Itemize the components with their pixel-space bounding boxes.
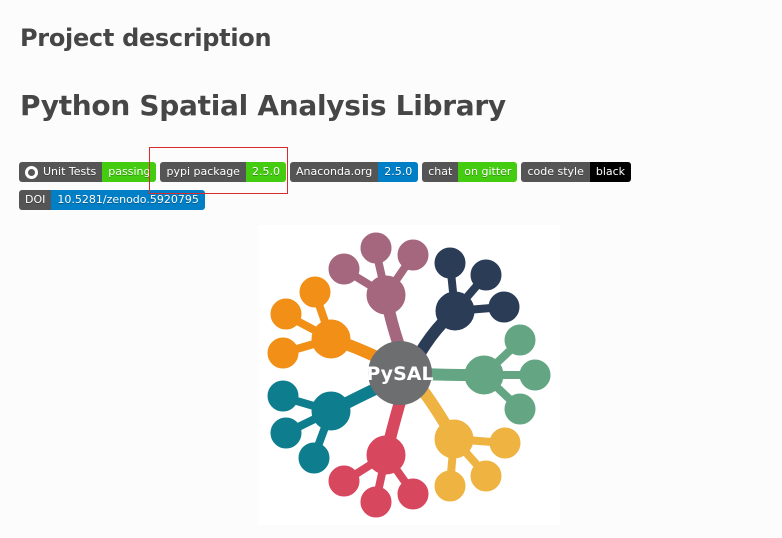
badge-anaconda[interactable]: Anaconda.org 2.5.0 bbox=[289, 162, 419, 182]
badge-label: Anaconda.org bbox=[289, 162, 379, 182]
badge-doi[interactable]: DOI 10.5281/zenodo.5920795 bbox=[19, 190, 205, 210]
badge-row: DOI 10.5281/zenodo.5920795 bbox=[19, 190, 639, 210]
github-icon bbox=[25, 165, 38, 179]
badge-label: pypi package bbox=[160, 162, 246, 182]
badge-pypi-package[interactable]: pypi package 2.5.0 bbox=[160, 162, 286, 182]
badge-row: Unit Tests passing pypi package 2.5.0 An… bbox=[19, 162, 639, 182]
badge-value: 10.5281/zenodo.5920795 bbox=[51, 190, 205, 210]
project-title: Python Spatial Analysis Library bbox=[20, 89, 506, 122]
badge-value: passing bbox=[102, 162, 157, 182]
badge-value: 2.5.0 bbox=[378, 162, 419, 182]
badge-label: code style bbox=[521, 162, 590, 182]
section-heading: Project description bbox=[20, 24, 272, 52]
badge-chat[interactable]: chat on gitter bbox=[422, 162, 518, 182]
badge-list: Unit Tests passing pypi package 2.5.0 An… bbox=[19, 162, 639, 218]
badge-label: DOI bbox=[19, 190, 52, 210]
pysal-logo-graphic: PySAL bbox=[267, 232, 551, 518]
pysal-logo: PySAL bbox=[258, 225, 560, 525]
badge-code-style[interactable]: code style black bbox=[521, 162, 632, 182]
logo-cluster-mauve bbox=[328, 232, 429, 379]
badge-label: Unit Tests bbox=[43, 165, 97, 178]
badge-value: on gitter bbox=[458, 162, 518, 182]
logo-center bbox=[368, 341, 432, 405]
logo-cluster-teal bbox=[267, 367, 415, 474]
badge-value: 2.5.0 bbox=[245, 162, 286, 182]
badge-value: black bbox=[589, 162, 632, 182]
badge-unit-tests[interactable]: Unit Tests passing bbox=[19, 162, 157, 182]
logo-text: PySAL bbox=[366, 363, 433, 385]
badge-label: chat bbox=[422, 162, 459, 182]
